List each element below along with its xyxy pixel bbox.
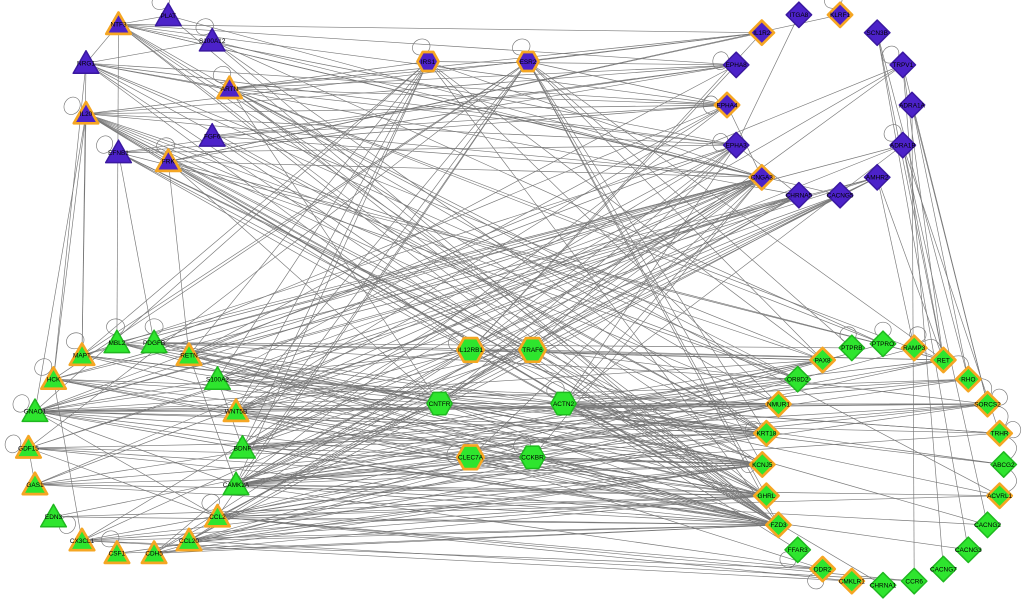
svg-text:ADRA1A: ADRA1A [899,102,925,109]
svg-text:WNT5B: WNT5B [225,409,248,416]
svg-text:CHRNA1: CHRNA1 [870,583,897,590]
svg-text:CX3CL1: CX3CL1 [70,538,95,545]
svg-text:GAS1: GAS1 [26,482,44,489]
svg-text:CNGA3: CNGA3 [751,175,774,182]
svg-text:CACNG3: CACNG3 [955,547,982,554]
svg-text:NRG1: NRG1 [77,61,95,68]
svg-text:CAMK2A: CAMK2A [223,482,250,489]
svg-text:SORCS2: SORCS2 [974,401,1001,408]
svg-text:EPHA4: EPHA4 [716,102,738,109]
svg-text:GDF15: GDF15 [18,445,39,452]
svg-text:IL20: IL20 [80,111,93,118]
svg-text:NMUR1: NMUR1 [767,401,790,408]
svg-text:CCR6: CCR6 [905,578,923,585]
svg-text:FGF6: FGF6 [204,133,221,140]
svg-text:HCK: HCK [47,377,61,384]
svg-text:FFAR3: FFAR3 [788,547,808,554]
svg-text:KCNJ5: KCNJ5 [752,462,773,469]
svg-text:ESR2: ESR2 [520,59,537,66]
svg-text:MAPT: MAPT [73,353,91,360]
svg-text:ABCG2: ABCG2 [993,462,1015,469]
svg-text:RETN: RETN [180,353,198,360]
svg-text:OR8D2: OR8D2 [787,377,809,384]
svg-text:EPHA3: EPHA3 [726,142,748,149]
svg-text:S100A12: S100A12 [199,38,226,45]
svg-text:TRPV1: TRPV1 [892,62,913,69]
svg-text:TRHR: TRHR [991,431,1009,438]
svg-text:ITGA8: ITGA8 [790,12,809,19]
svg-text:ARTN: ARTN [221,86,239,93]
svg-text:CNTFR: CNTFR [429,401,451,408]
svg-text:IL1R2: IL1R2 [753,30,771,37]
svg-text:EPHA8: EPHA8 [726,62,748,69]
svg-text:BDNF: BDNF [234,445,252,452]
svg-text:CHRNA5: CHRNA5 [786,193,813,200]
svg-text:GHRL: GHRL [757,493,775,500]
svg-text:PDGFB: PDGFB [143,340,165,347]
svg-text:IL12RB1: IL12RB1 [458,347,483,354]
svg-text:ACVRL1: ACVRL1 [987,493,1012,500]
svg-text:RET: RET [937,357,950,364]
svg-text:CLEC7A: CLEC7A [458,455,484,462]
svg-text:DDR2: DDR2 [814,566,832,573]
svg-text:CSF1: CSF1 [109,551,126,558]
svg-text:KRT18: KRT18 [756,431,776,438]
svg-text:FRK: FRK [162,159,176,166]
svg-text:CCL2: CCL2 [209,514,226,521]
svg-text:CACNG7: CACNG7 [930,566,957,573]
svg-text:CACNG2: CACNG2 [974,522,1001,529]
svg-text:PTPRO: PTPRO [872,341,894,348]
svg-text:CCKBR: CCKBR [521,455,544,462]
svg-text:TRAF6: TRAF6 [522,347,543,354]
svg-text:AMHR2: AMHR2 [866,175,889,182]
svg-text:CDH5: CDH5 [145,551,163,558]
svg-text:MBL2: MBL2 [108,340,125,347]
svg-text:EFNB1: EFNB1 [108,150,129,157]
svg-text:PTPRB: PTPRB [841,345,862,352]
svg-text:NTF3: NTF3 [110,22,127,29]
svg-text:EDN3: EDN3 [45,514,63,521]
svg-text:ACTN2: ACTN2 [553,401,575,408]
svg-text:FZD3: FZD3 [770,522,787,529]
svg-text:KLRF1: KLRF1 [830,12,850,19]
svg-text:IRS1: IRS1 [421,59,436,66]
svg-text:SCN3B: SCN3B [866,30,887,37]
svg-text:RAMP3: RAMP3 [903,345,926,352]
svg-text:ADRA1B: ADRA1B [890,142,916,149]
svg-text:CACNG5: CACNG5 [827,193,854,200]
svg-text:RHO: RHO [961,377,975,384]
svg-text:S100A2: S100A2 [206,377,229,384]
svg-text:CCL20: CCL20 [179,538,199,545]
svg-text:GNAO1: GNAO1 [24,409,47,416]
svg-text:PLAT: PLAT [160,13,176,20]
svg-text:PAX8: PAX8 [815,357,831,364]
svg-text:CMKLR1: CMKLR1 [839,578,866,585]
